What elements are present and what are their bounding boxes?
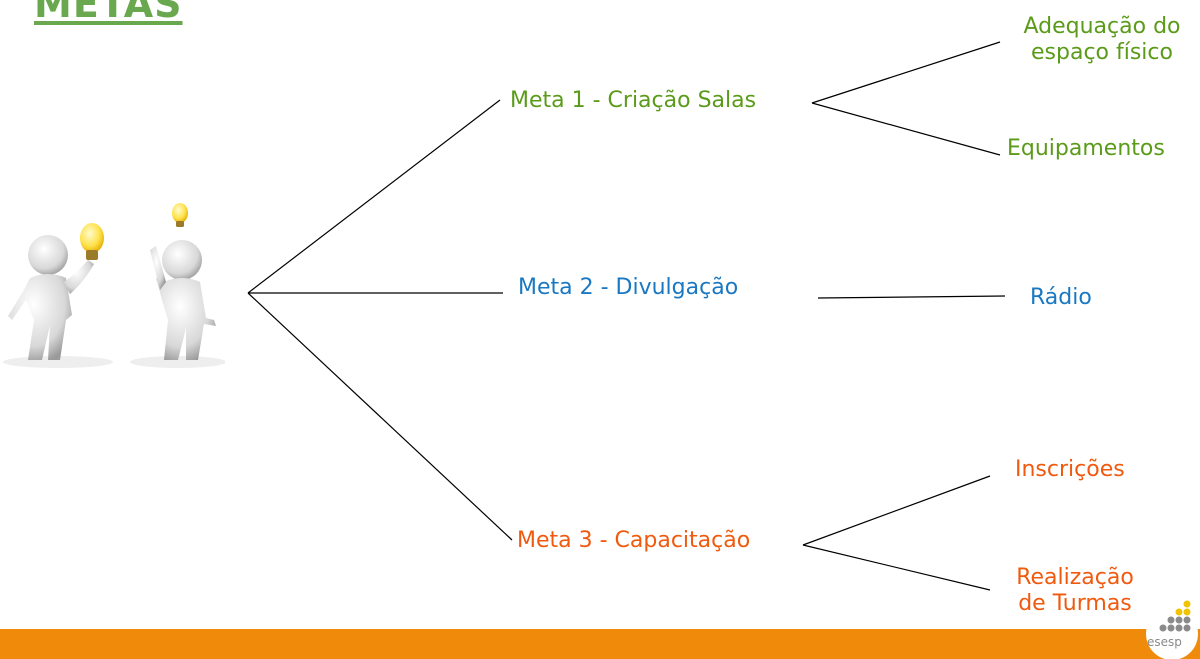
- page-title: METAS: [34, 0, 183, 26]
- radio-label: Rádio: [1030, 285, 1092, 310]
- esesp-logo-icon: esesp: [1146, 600, 1198, 659]
- meta-1-label: Meta 1 - Criação Salas: [510, 88, 757, 113]
- logo-text: esesp: [1147, 635, 1182, 649]
- meta-2-label: Meta 2 - Divulgação: [518, 275, 739, 300]
- realizacao-turmas-label: Realização de Turmas: [990, 565, 1160, 617]
- footer-bar: [0, 629, 1200, 659]
- label-line: Adequação do: [1023, 14, 1181, 39]
- connector-meta2-radio: [817, 295, 1006, 299]
- connector-meta3-realizacao: [802, 544, 991, 591]
- label-line: Realização: [1016, 565, 1134, 590]
- equipamentos-label: Equipamentos: [1007, 136, 1165, 161]
- connector-root-meta3: [247, 292, 513, 541]
- meta-3-label: Meta 3 - Capacitação: [517, 528, 751, 553]
- connector-meta1-equipamentos: [811, 102, 1001, 156]
- label-line: espaço físico: [1031, 40, 1173, 65]
- connector-meta3-inscricoes: [802, 475, 991, 546]
- connector-root-meta1: [247, 99, 501, 294]
- adequacao-espaco-label: Adequação do espaço físico: [1004, 14, 1200, 66]
- people-with-lightbulbs-icon: [3, 203, 225, 368]
- connector-meta1-adequacao: [811, 41, 1001, 104]
- label-line: de Turmas: [1018, 591, 1132, 616]
- inscricoes-label: Inscrições: [1015, 457, 1125, 482]
